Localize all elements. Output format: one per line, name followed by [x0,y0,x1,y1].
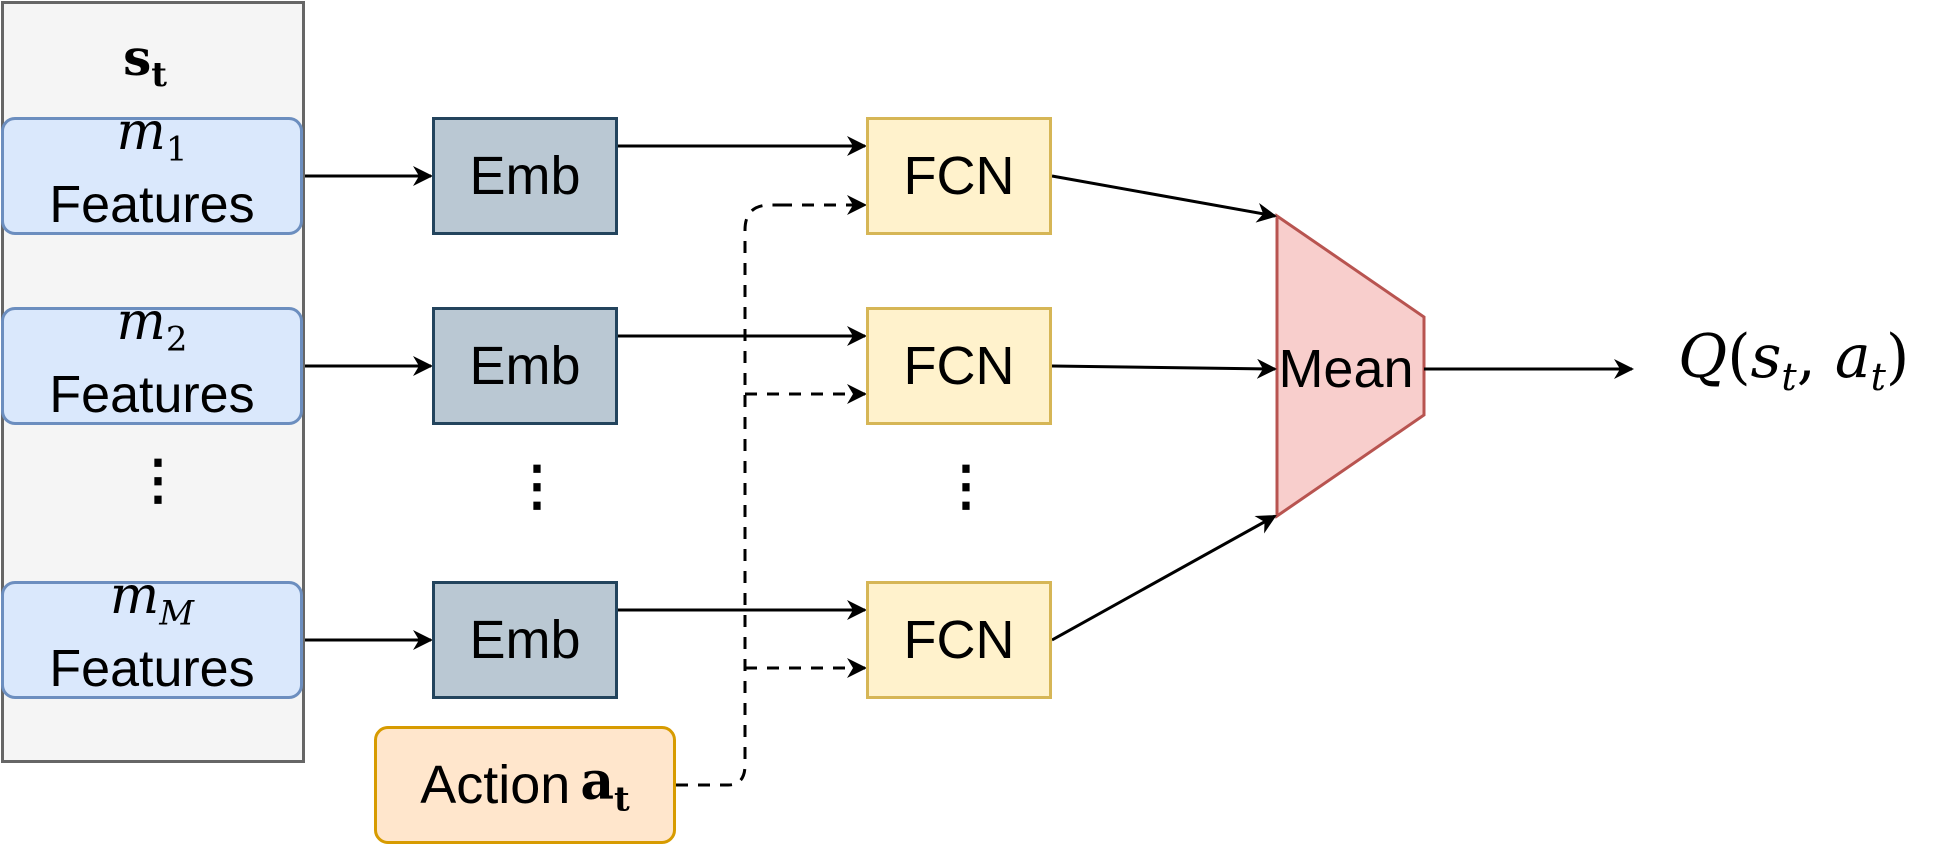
feature-box-1: m1 Features [1,106,303,235]
emb-ellipsis: ⋮ [510,456,564,516]
state-title: st [123,28,167,95]
emb-box-1: Emb [432,117,618,235]
fcn-box-1: FCN [866,117,1052,235]
action-dashed-trunk [676,203,780,787]
fcn-box-m: FCN [866,581,1052,699]
fcn-ellipsis: ⋮ [939,456,993,516]
feature-label: Features [49,639,255,698]
arrow-fcn-to-mean-2 [1051,358,1277,379]
feature-box-2: m2 Features [1,296,303,425]
arrow-fcn-to-mean-m [1051,514,1277,642]
feature-symbol: mM [109,566,195,634]
feature-box-m: mM Features [1,570,303,699]
feature-symbol: m1 [116,102,188,170]
feature-ellipsis: ⋮ [131,450,185,510]
emb-box-m: Emb [432,581,618,699]
feature-symbol: m2 [116,292,188,360]
mean-label: Mean [1278,339,1414,399]
arrow-fcn-to-mean-1 [1051,174,1277,223]
emb-box-2: Emb [432,307,618,425]
action-label: Action [420,755,571,815]
feature-label: Features [49,365,255,424]
fcn-box-2: FCN [866,307,1052,425]
action-symbol: at [580,750,630,820]
feature-label: Features [49,175,255,234]
mean-block [1275,213,1426,519]
q-value-label: Q(st, at) [1678,322,1910,399]
